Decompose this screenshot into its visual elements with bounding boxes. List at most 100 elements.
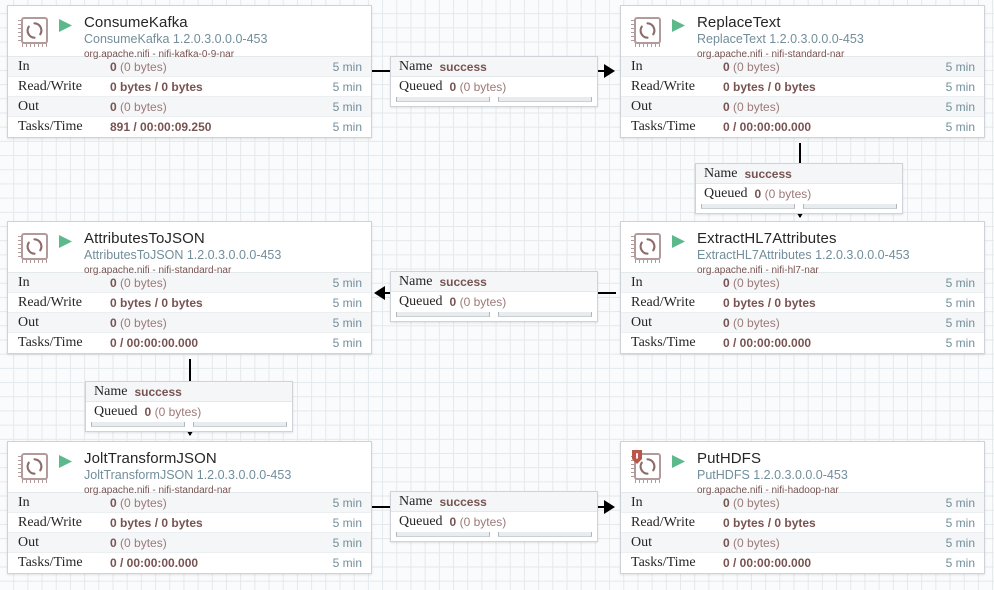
stat-row-out: Out 0 (0 bytes) 5 min — [621, 313, 984, 333]
stat-value-tasks-time: 0 / 00:00:00.000 — [723, 336, 812, 350]
stat-time-tasks-time: 5 min — [945, 336, 975, 350]
stat-row-in: In 0 (0 bytes) 5 min — [8, 273, 371, 293]
connection-attributestojson-to-jolttransformjson[interactable]: Name success Queued 0 (0 bytes) — [85, 381, 293, 432]
run-triangle-icon[interactable] — [671, 18, 691, 38]
connection-name-row: Name success — [86, 382, 292, 402]
stat-label-read-write: Read/Write — [18, 294, 82, 310]
processor-extracthl7attributes[interactable]: ExtractHL7Attributes ExtractHL7Attribute… — [620, 221, 985, 354]
stat-value-in: 0 (0 bytes) — [723, 59, 780, 74]
bulletin-shield-icon[interactable] — [631, 450, 643, 465]
connection-replacetext-to-extracthl7attributes[interactable]: Name success Queued 0 (0 bytes) — [695, 163, 903, 214]
connection-queue-bars — [86, 422, 292, 431]
processor-bundle: org.apache.nifi - nifi-hl7-nar — [697, 265, 819, 276]
edge-attributestojson-jolt-a[interactable] — [189, 359, 191, 381]
chip-pins-bottom — [635, 259, 660, 263]
stat-value-tasks-time: 0 / 00:00:00.000 — [723, 556, 812, 570]
connection-queue-bars — [696, 204, 902, 213]
processor-stats: In 0 (0 bytes) 5 min Read/Write 0 bytes … — [621, 492, 984, 573]
stat-value-out: 0 (0 bytes) — [723, 99, 780, 114]
processor-consumekafka[interactable]: ConsumeKafka ConsumeKafka 1.2.0.3.0.0.0-… — [7, 5, 372, 138]
stat-value-tasks-time: 0 / 00:00:00.000 — [110, 336, 199, 350]
processor-header: ExtractHL7Attributes ExtractHL7Attribute… — [621, 222, 984, 276]
connection-extracthl7attributes-to-attributestojson[interactable]: Name success Queued 0 (0 bytes) — [390, 271, 598, 322]
stat-label-read-write: Read/Write — [18, 78, 82, 94]
stat-value-read-write: 0 bytes / 0 bytes — [723, 515, 816, 530]
edge-jolt-puthdfs-a[interactable] — [372, 506, 392, 508]
stat-value-out: 0 (0 bytes) — [110, 535, 167, 550]
stat-row-out: Out 0 (0 bytes) 5 min — [8, 313, 371, 333]
stat-value-out: 0 (0 bytes) — [723, 315, 780, 330]
stat-row-out: Out 0 (0 bytes) 5 min — [8, 97, 371, 117]
queue-count-bar — [91, 422, 185, 427]
stat-label-tasks-time: Tasks/Time — [631, 555, 696, 570]
stat-row-in: In 0 (0 bytes) 5 min — [621, 493, 984, 513]
queue-size-bar — [498, 312, 592, 317]
chip-pins-left — [18, 236, 22, 259]
connection-relationship: success — [439, 59, 487, 74]
chip-pins-left — [631, 236, 635, 259]
processor-bundle: org.apache.nifi - nifi-standard-nar — [84, 485, 232, 496]
connection-jolttransformjson-to-puthdfs[interactable]: Name success Queued 0 (0 bytes) — [390, 491, 598, 542]
chip-pins-bottom — [22, 259, 47, 263]
connection-queued-value: 0 (0 bytes) — [144, 405, 202, 419]
edge-consumekafka-replacetext-a[interactable] — [372, 70, 394, 72]
processor-stats: In 0 (0 bytes) 5 min Read/Write 0 bytes … — [8, 492, 371, 573]
stat-label-read-write: Read/Write — [631, 78, 695, 94]
processor-name: JoltTransformJSON — [84, 450, 217, 467]
stat-time-out: 5 min — [945, 99, 975, 114]
connection-relationship: success — [439, 274, 487, 289]
run-triangle-icon[interactable] — [671, 454, 691, 474]
stat-value-read-write: 0 bytes / 0 bytes — [110, 295, 203, 310]
stat-label-in: In — [631, 274, 643, 290]
processor-jolttransformjson[interactable]: JoltTransformJSON JoltTransformJSON 1.2.… — [7, 441, 372, 574]
stat-value-tasks-time: 0 / 00:00:00.000 — [723, 120, 812, 134]
connection-queued-value: 0 (0 bytes) — [449, 515, 507, 529]
connection-name-label: Name — [399, 493, 433, 509]
stat-label-out: Out — [631, 98, 652, 114]
stat-time-tasks-time: 5 min — [332, 556, 362, 570]
processor-type: PutHDFS 1.2.0.3.0.0.0-453 — [697, 468, 848, 482]
run-triangle-icon[interactable] — [58, 234, 78, 254]
processor-type: AttributesToJSON 1.2.0.3.0.0.0-453 — [84, 248, 282, 262]
stat-time-in: 5 min — [945, 275, 975, 290]
processor-header: PutHDFS PutHDFS 1.2.0.3.0.0.0-453 org.ap… — [621, 442, 984, 496]
chip-body — [634, 17, 661, 44]
processor-puthdfs[interactable]: PutHDFS PutHDFS 1.2.0.3.0.0.0-453 org.ap… — [620, 441, 985, 574]
stat-label-out: Out — [631, 534, 652, 550]
run-triangle-icon[interactable] — [671, 234, 691, 254]
stat-value-in: 0 (0 bytes) — [723, 495, 780, 510]
edge-extracthl7-attributestojson-a[interactable] — [598, 292, 616, 294]
edge-replacetext-extracthl7-a[interactable] — [799, 143, 801, 163]
connection-consumekafka-to-replacetext[interactable]: Name success Queued 0 (0 bytes) — [390, 56, 598, 107]
stat-time-in: 5 min — [945, 495, 975, 510]
connection-queued-value: 0 (0 bytes) — [449, 80, 507, 94]
stat-time-read-write: 5 min — [332, 79, 362, 94]
processor-attributestojson[interactable]: AttributesToJSON AttributesToJSON 1.2.0.… — [7, 221, 372, 354]
connection-queued-label: Queued — [399, 79, 443, 94]
processor-chip-icon — [631, 450, 667, 485]
stat-value-read-write: 0 bytes / 0 bytes — [723, 79, 816, 94]
stat-time-in: 5 min — [332, 275, 362, 290]
stat-row-out: Out 0 (0 bytes) 5 min — [621, 97, 984, 117]
stat-time-out: 5 min — [332, 315, 362, 330]
processor-titles: ConsumeKafka ConsumeKafka 1.2.0.3.0.0.0-… — [84, 14, 267, 61]
run-triangle-icon[interactable] — [58, 18, 78, 38]
stat-row-read-write: Read/Write 0 bytes / 0 bytes 5 min — [621, 513, 984, 533]
processor-replacetext[interactable]: ReplaceText ReplaceText 1.2.0.3.0.0.0-45… — [620, 5, 985, 138]
processor-chip-icon — [18, 231, 54, 265]
refresh-circle-icon — [26, 238, 43, 255]
connection-relationship: success — [134, 384, 182, 399]
connection-queued-row: Queued 0 (0 bytes) — [86, 402, 292, 422]
connection-queued-row: Queued 0 (0 bytes) — [391, 77, 597, 97]
stat-row-out: Out 0 (0 bytes) 5 min — [621, 533, 984, 553]
stat-row-tasks-time: Tasks/Time 891 / 00:00:09.250 5 min — [8, 117, 371, 137]
stat-label-in: In — [18, 58, 30, 74]
stat-value-out: 0 (0 bytes) — [723, 535, 780, 550]
stat-time-tasks-time: 5 min — [945, 556, 975, 570]
processor-chip-icon — [18, 451, 54, 485]
stat-value-tasks-time: 891 / 00:00:09.250 — [110, 120, 212, 134]
connection-queued-value: 0 (0 bytes) — [754, 187, 812, 201]
chip-pins-left — [631, 20, 635, 43]
run-triangle-icon[interactable] — [58, 454, 78, 474]
